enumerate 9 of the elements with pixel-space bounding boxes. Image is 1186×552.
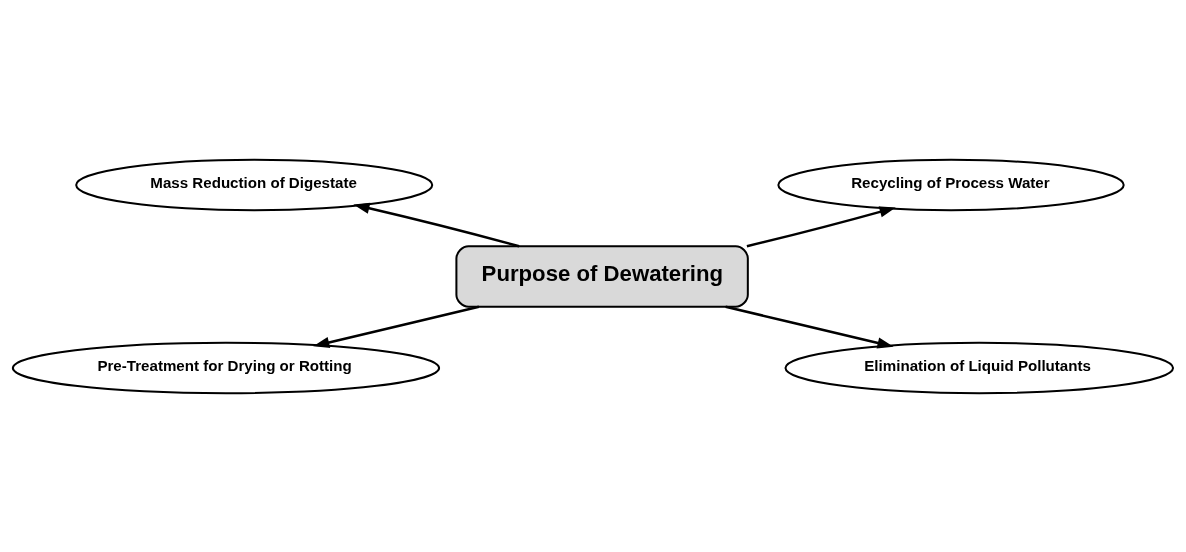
node-ellipse: Pre-Treatment for Drying or Rotting bbox=[11, 341, 441, 394]
node-ellipse: Recycling of Process Water bbox=[777, 158, 1125, 211]
node-box: Purpose of Dewatering bbox=[455, 244, 749, 308]
arrow bbox=[746, 205, 896, 247]
arrow bbox=[353, 202, 520, 247]
arrow bbox=[725, 305, 894, 348]
node-ellipse: Mass Reduction of Digestate bbox=[75, 158, 434, 211]
arrow bbox=[313, 305, 480, 348]
node-ellipse: Elimination of Liquid Pollutants bbox=[784, 341, 1175, 394]
